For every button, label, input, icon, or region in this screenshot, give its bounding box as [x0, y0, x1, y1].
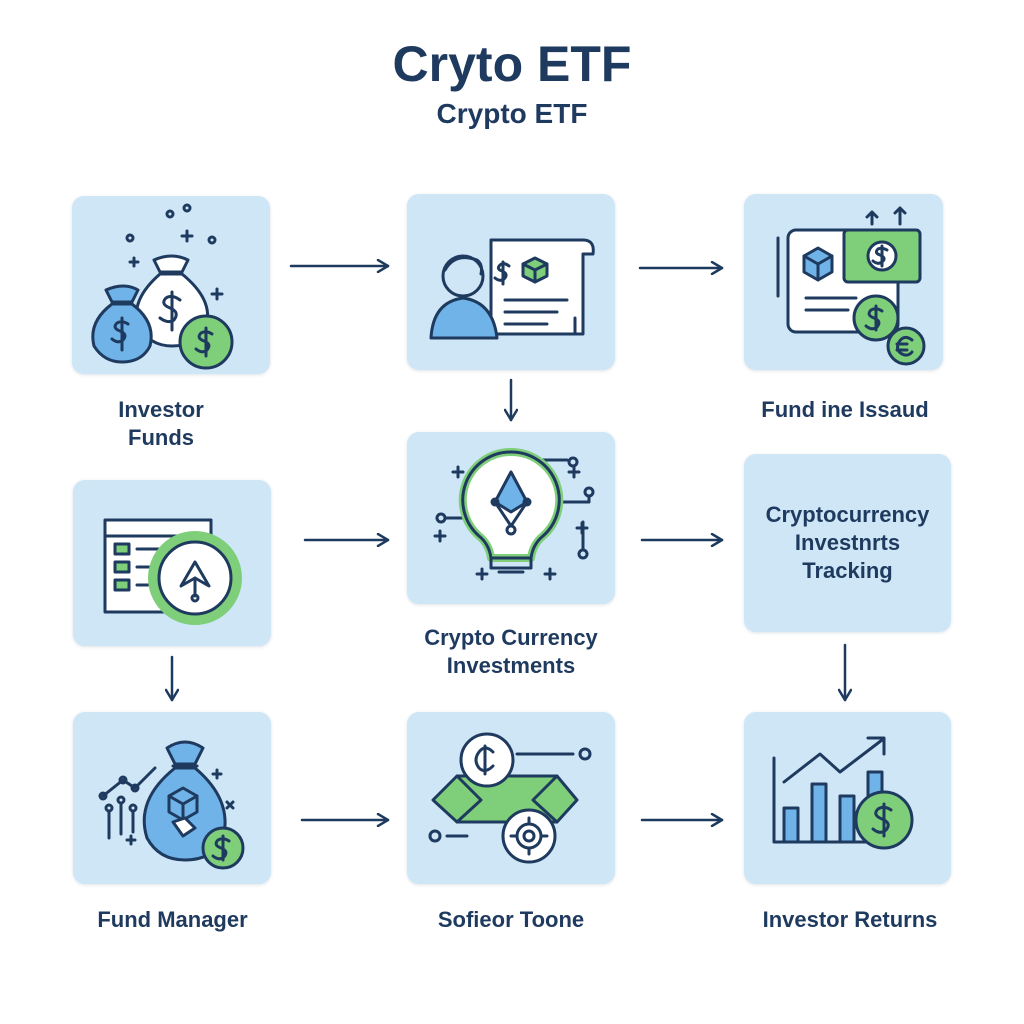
fund-issued-label: Fund ine Issaud	[761, 397, 929, 422]
tracking-text: Cryptocurrency Investnrts Tracking	[765, 502, 930, 583]
fund-certificate-icon	[776, 206, 926, 366]
sofieor-toone-card	[407, 712, 615, 884]
page-title: Cryto ETF	[392, 36, 632, 92]
fund-document-card	[407, 194, 615, 370]
crypto-investments-card	[407, 432, 615, 604]
crypto-bulb-icon	[433, 447, 595, 581]
investor-document-icon	[429, 238, 595, 340]
money-bags-icon	[91, 203, 234, 370]
investor-funds-card	[72, 196, 270, 374]
fund-manager-label: Fund Manager	[97, 907, 248, 932]
fund-manager-card	[73, 712, 271, 884]
investor-returns-card	[744, 712, 951, 884]
crypto-investments-label: Crypto Currency Investments	[424, 625, 598, 678]
fund-portfolio-card	[73, 480, 271, 646]
portfolio-document-icon	[103, 518, 242, 625]
page-subtitle: Crypto ETF	[436, 98, 588, 129]
investor-returns-label: Investor Returns	[762, 907, 938, 932]
growth-chart-icon	[772, 736, 914, 850]
crypto-bag-icon	[98, 740, 245, 870]
sofieor-toone-label: Sofieor Toone	[437, 907, 585, 932]
coin-exchange-icon	[428, 732, 592, 864]
tracking-card: Cryptocurrency Investnrts Tracking	[744, 454, 951, 632]
investor-funds-label: Investor Funds	[118, 397, 204, 450]
fund-issued-card	[744, 194, 943, 370]
